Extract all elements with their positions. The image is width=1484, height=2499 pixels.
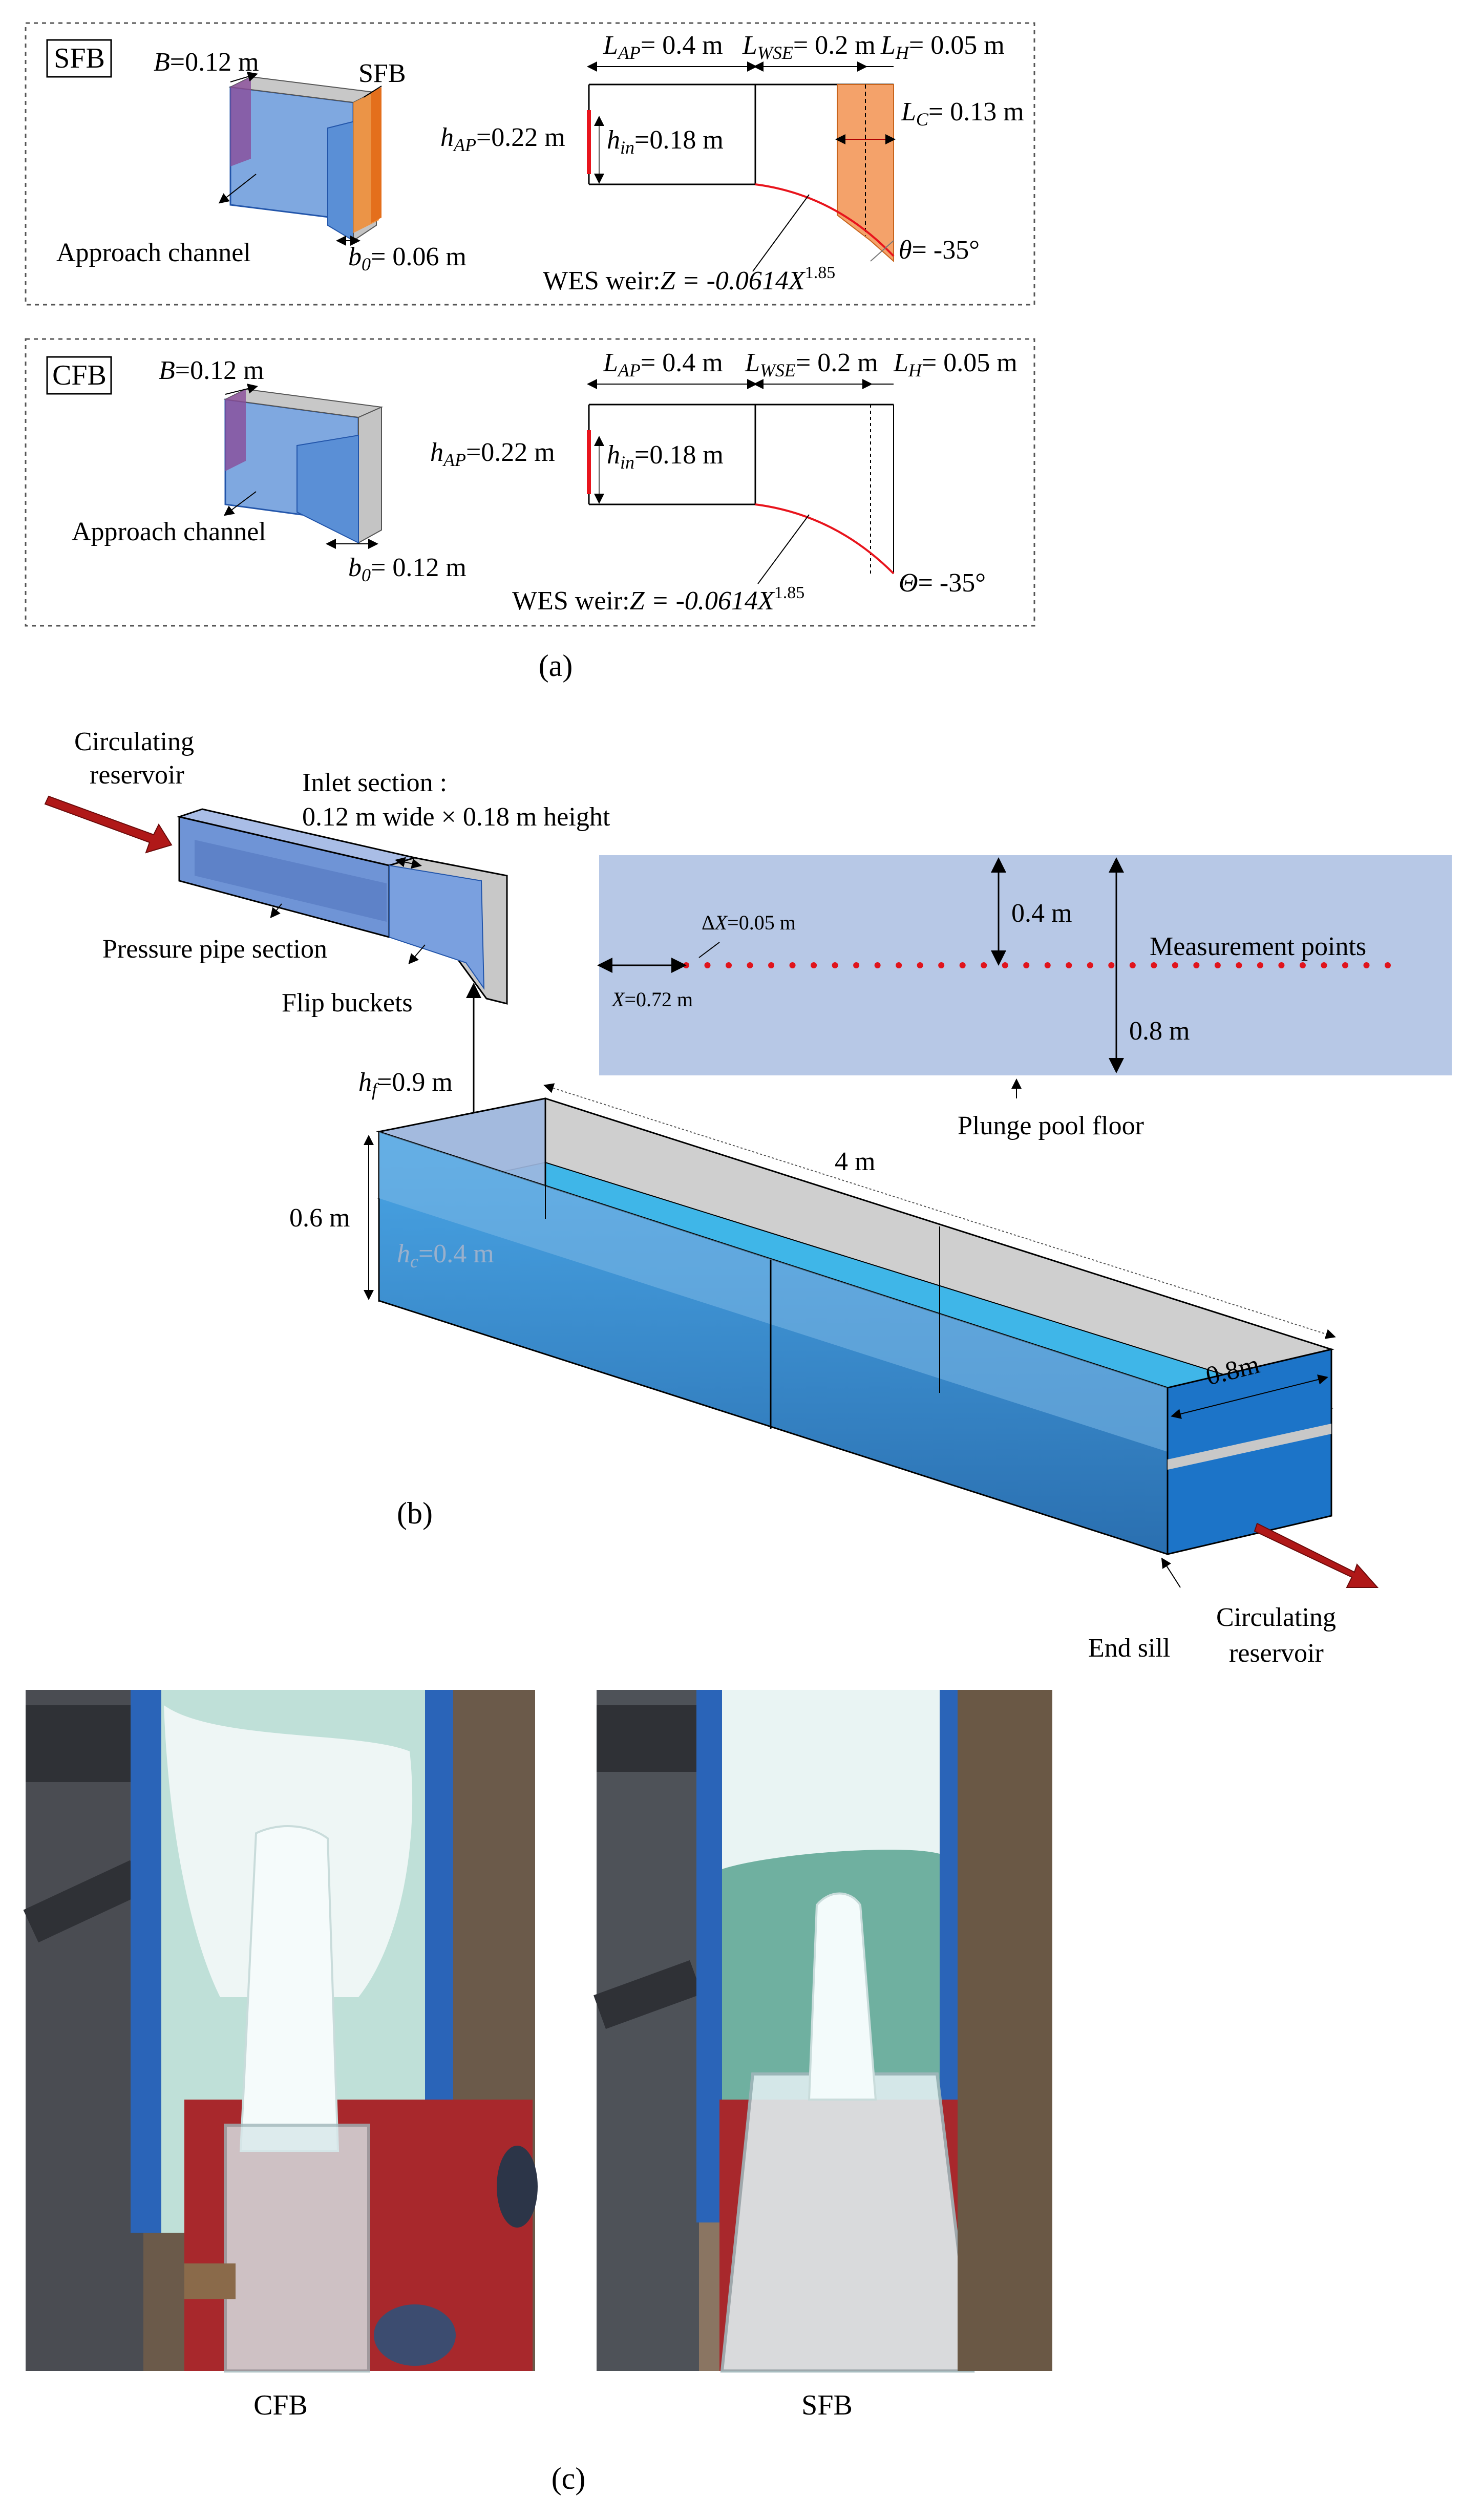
- sfb-b0-label: b0= 0.06 m: [348, 242, 467, 274]
- measurement-point: [896, 962, 902, 968]
- sfb-lwse: LWSE= 0.2 m: [742, 31, 876, 63]
- plunge-pool-tank: [364, 1083, 1336, 1556]
- measurement-point: [874, 962, 881, 968]
- inlet-line-1: Inlet section :: [302, 768, 447, 797]
- depth-label: 0.6 m: [289, 1203, 350, 1233]
- panel-a-sfb: SFB B=0.12 m SFB Approach channel b0= 0.…: [25, 22, 1035, 306]
- measurement-point: [1129, 962, 1136, 968]
- sfb-3d-sketch: [218, 72, 382, 246]
- reservoir-out-2: reservoir: [1229, 1639, 1324, 1668]
- measurement-point: [747, 962, 753, 968]
- cfb-hap: hAP=0.22 m: [430, 438, 555, 470]
- inlet-line-2: 0.12 m wide × 0.18 m height: [302, 802, 610, 832]
- measurement-label: Measurement points: [1150, 932, 1366, 961]
- sfb-lc: LC= 0.13 m: [901, 97, 1024, 130]
- measurement-point: [683, 962, 689, 968]
- measurement-point: [811, 962, 817, 968]
- dx-pointer: [698, 942, 720, 958]
- measurement-point: [704, 962, 711, 968]
- plunge-floor-label: Plunge pool floor: [958, 1111, 1144, 1140]
- cfb-hin: hin=0.18 m: [607, 440, 724, 473]
- measurement-point: [1151, 962, 1157, 968]
- measurement-point: [726, 962, 732, 968]
- photo-sfb: [593, 1690, 1052, 2373]
- measurement-point: [1023, 962, 1030, 968]
- end-sill-label: End sill: [1088, 1634, 1170, 1663]
- pressure-pipe-label: Pressure pipe section: [102, 935, 327, 964]
- measurement-point: [1044, 962, 1051, 968]
- measurement-point: [1172, 962, 1178, 968]
- flip-buckets-label: Flip buckets: [282, 988, 413, 1018]
- sfb-profile-drawing: [587, 61, 896, 272]
- cfb-tag: CFB: [52, 359, 107, 391]
- cfb-b-label: B=0.12 m: [159, 356, 264, 385]
- measurement-point: [938, 962, 945, 968]
- measurement-point: [1278, 962, 1285, 968]
- panel-b: Circulating reservoir Inlet section : 0.…: [44, 727, 1452, 1668]
- sfb-tag-box: [46, 39, 112, 78]
- dx-label: ΔX=0.05 m: [702, 911, 796, 934]
- measurement-point: [1214, 962, 1221, 968]
- measurement-point: [981, 962, 987, 968]
- sfb-tag: SFB: [54, 43, 105, 74]
- reservoir-out-1: Circulating: [1216, 1603, 1336, 1632]
- measurement-point: [917, 962, 923, 968]
- measurement-point: [768, 962, 775, 968]
- sfb-lh: LH= 0.05 m: [880, 31, 1005, 63]
- inflow-arrow: [44, 795, 173, 854]
- reservoir-in-1: Circulating: [74, 727, 194, 756]
- length-label: 4 m: [835, 1147, 875, 1176]
- photo-sfb-label: SFB: [801, 2389, 853, 2421]
- measurement-point: [1193, 962, 1200, 968]
- cfb-3d-sketch: [223, 384, 384, 549]
- measurement-point: [1321, 962, 1327, 968]
- measurement-point: [1342, 962, 1348, 968]
- hc-label: hc=0.4 m: [397, 1239, 494, 1272]
- caption-a: (a): [539, 649, 573, 683]
- measurement-point: [1236, 962, 1242, 968]
- outflow-arrow: [1254, 1522, 1379, 1588]
- cfb-lap: LAP= 0.4 m: [603, 348, 723, 380]
- sfb-theta: θ= -35°: [899, 236, 980, 265]
- cfb-profile-drawing: [587, 379, 895, 584]
- measurement-point: [853, 962, 860, 968]
- cfb-approach-label: Approach channel: [72, 517, 266, 546]
- cfb-tag-box: [46, 356, 112, 395]
- measurement-point: [1066, 962, 1072, 968]
- cfb-b0-label: b0= 0.12 m: [348, 553, 467, 585]
- measurement-point: [1002, 962, 1008, 968]
- floor-08-label: 0.8 m: [1129, 1016, 1190, 1046]
- floor-04-label: 0.4 m: [1011, 899, 1072, 928]
- measurement-point: [1087, 962, 1093, 968]
- caption-b: (b): [397, 1496, 433, 1530]
- end-sill-pointer: [1161, 1557, 1181, 1588]
- sfb-lap: LAP= 0.4 m: [603, 31, 723, 63]
- measurement-point: [1299, 962, 1306, 968]
- photo-cfb-label: CFB: [253, 2389, 308, 2421]
- cfb-weir: WES weir:Z = -0.0614X1.85: [512, 583, 804, 616]
- sfb-b-label: B=0.12 m: [154, 48, 259, 77]
- sfb-weir: WES weir:Z = -0.0614X1.85: [543, 263, 835, 295]
- reservoir-in-2: reservoir: [90, 760, 184, 790]
- measurement-point: [1363, 962, 1370, 968]
- x-label: X=0.72 m: [611, 988, 693, 1011]
- sfb-hin: hin=0.18 m: [607, 125, 724, 158]
- caption-c: (c): [552, 2462, 586, 2495]
- hf-label: hf=0.9 m: [358, 1068, 453, 1100]
- measurement-point: [832, 962, 838, 968]
- measurement-point: [1108, 962, 1115, 968]
- cfb-lwse: LWSE= 0.2 m: [745, 348, 878, 380]
- measurement-point: [1385, 962, 1391, 968]
- sfb-hap: hAP=0.22 m: [440, 123, 565, 155]
- measurement-point: [1257, 962, 1263, 968]
- panel-a-cfb: CFB B=0.12 m Approach channel b0= 0.12 m: [25, 338, 1035, 627]
- sfb-bucket-label: SFB: [358, 59, 406, 88]
- cfb-lh: LH= 0.05 m: [893, 348, 1017, 380]
- pipe-and-bucket: [176, 808, 508, 1005]
- photo-cfb: [23, 1690, 538, 2373]
- measurement-point: [959, 962, 966, 968]
- cfb-theta: Θ= -35°: [899, 568, 986, 598]
- sfb-approach-label: Approach channel: [56, 238, 251, 267]
- measurement-point: [789, 962, 796, 968]
